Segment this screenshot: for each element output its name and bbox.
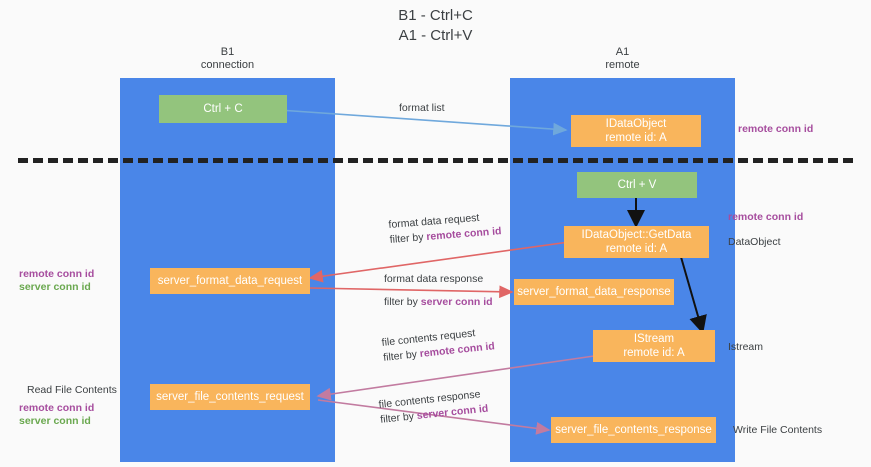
edge-format-data-request xyxy=(308,241,570,283)
side-label-left-server-conn-id-bottom-text: server conn id xyxy=(19,415,91,427)
edge-label-file-contents-response-filter-prefix: filter by xyxy=(379,410,418,426)
edge-format-list xyxy=(278,109,568,136)
side-label-remote-conn-id-top: remote conn id xyxy=(738,123,813,136)
edge-format-data-response xyxy=(309,285,514,299)
node-server-file-contents-request[interactable]: server_file_contents_request xyxy=(150,384,310,410)
node-idataobject-line1: IDataObject xyxy=(605,118,667,130)
title-line-1: B1 - Ctrl+C xyxy=(398,7,473,24)
node-server-format-data-request[interactable]: server_format_data_request xyxy=(150,268,310,294)
edge-label-format-list-text: format list xyxy=(399,102,445,114)
edge-label-file-contents-request-filter-prefix: filter by xyxy=(382,348,421,364)
edge-file-contents-request xyxy=(316,355,595,401)
side-label-write-file-contents-text: Write File Contents xyxy=(733,424,823,436)
edge-file-contents-response xyxy=(317,399,551,435)
side-label-istream-text: Istream xyxy=(728,341,764,353)
node-server-format-data-response-label: server_format_data_response xyxy=(517,286,671,298)
edge-label-format-list: format list xyxy=(399,101,445,116)
column-header-a1-role: remote xyxy=(605,59,640,71)
title-line-2: A1 - Ctrl+V xyxy=(398,27,473,44)
edge-getdata-to-istream xyxy=(680,256,707,334)
node-istream-line2: remote id: A xyxy=(623,347,685,359)
edge-label-format-data-response-filter-prefix: filter by xyxy=(384,296,421,308)
edge-label-format-data-response-filter-key: server conn id xyxy=(420,296,493,308)
column-header-a1-name: A1 xyxy=(615,46,630,58)
column-header-b1-role: connection xyxy=(200,59,255,71)
node-getdata[interactable]: IDataObject::GetData remote id: A xyxy=(564,226,709,258)
diagram-title: B1 - Ctrl+C A1 - Ctrl+V xyxy=(0,6,871,46)
side-label-write-file-contents: Write File Contents xyxy=(733,424,822,437)
edge-label-format-data-request-filter-prefix: filter by xyxy=(389,231,427,246)
side-label-left-server-conn-id-mid-text: server conn id xyxy=(19,281,91,293)
node-server-format-data-response[interactable]: server_format_data_response xyxy=(514,279,674,305)
side-label-left-remote-conn-id-mid-text: remote conn id xyxy=(19,268,95,280)
side-label-remote-conn-id-top-text: remote conn id xyxy=(738,123,814,135)
node-istream-line1: IStream xyxy=(633,333,675,345)
node-ctrl-c-label: Ctrl + C xyxy=(203,103,243,115)
node-idataobject-line2: remote id: A xyxy=(605,132,667,144)
node-server-format-data-request-label: server_format_data_request xyxy=(157,275,303,287)
side-label-read-file-contents: Read File Contents xyxy=(27,384,117,397)
section-divider xyxy=(18,158,853,163)
node-ctrl-c[interactable]: Ctrl + C xyxy=(159,95,287,123)
side-label-left-conn-ids-bottom: remote conn id server conn id xyxy=(19,402,94,428)
node-getdata-line2: remote id: A xyxy=(605,243,668,255)
side-label-left-conn-ids-mid: remote conn id server conn id xyxy=(19,268,94,294)
node-server-file-contents-response[interactable]: server_file_contents_response xyxy=(551,417,716,443)
node-istream[interactable]: IStream remote id: A xyxy=(593,330,715,362)
column-header-b1: B1 connection xyxy=(120,46,335,72)
side-label-read-file-contents-text: Read File Contents xyxy=(27,384,117,396)
node-getdata-line1: IDataObject::GetData xyxy=(581,229,692,241)
column-header-a1: A1 remote xyxy=(510,46,735,72)
side-label-istream: Istream xyxy=(728,341,763,354)
node-ctrl-v-label: Ctrl + V xyxy=(617,179,657,191)
edge-label-format-data-response-text: format data response xyxy=(384,273,484,285)
edge-label-format-data-response: format data response filter by server co… xyxy=(384,272,493,310)
side-label-remote-conn-id-mid-text: remote conn id xyxy=(728,211,804,223)
column-header-b1-name: B1 xyxy=(220,46,235,58)
side-label-left-remote-conn-id-bottom-text: remote conn id xyxy=(19,402,95,414)
side-label-dataobject-text: DataObject xyxy=(728,236,781,248)
node-server-file-contents-response-label: server_file_contents_response xyxy=(555,424,712,436)
node-ctrl-v[interactable]: Ctrl + V xyxy=(577,172,697,198)
side-label-dataobject: DataObject xyxy=(728,236,781,249)
side-label-remote-conn-id-mid: remote conn id xyxy=(728,211,803,224)
node-idataobject[interactable]: IDataObject remote id: A xyxy=(571,115,701,147)
node-server-file-contents-request-label: server_file_contents_request xyxy=(156,391,304,403)
